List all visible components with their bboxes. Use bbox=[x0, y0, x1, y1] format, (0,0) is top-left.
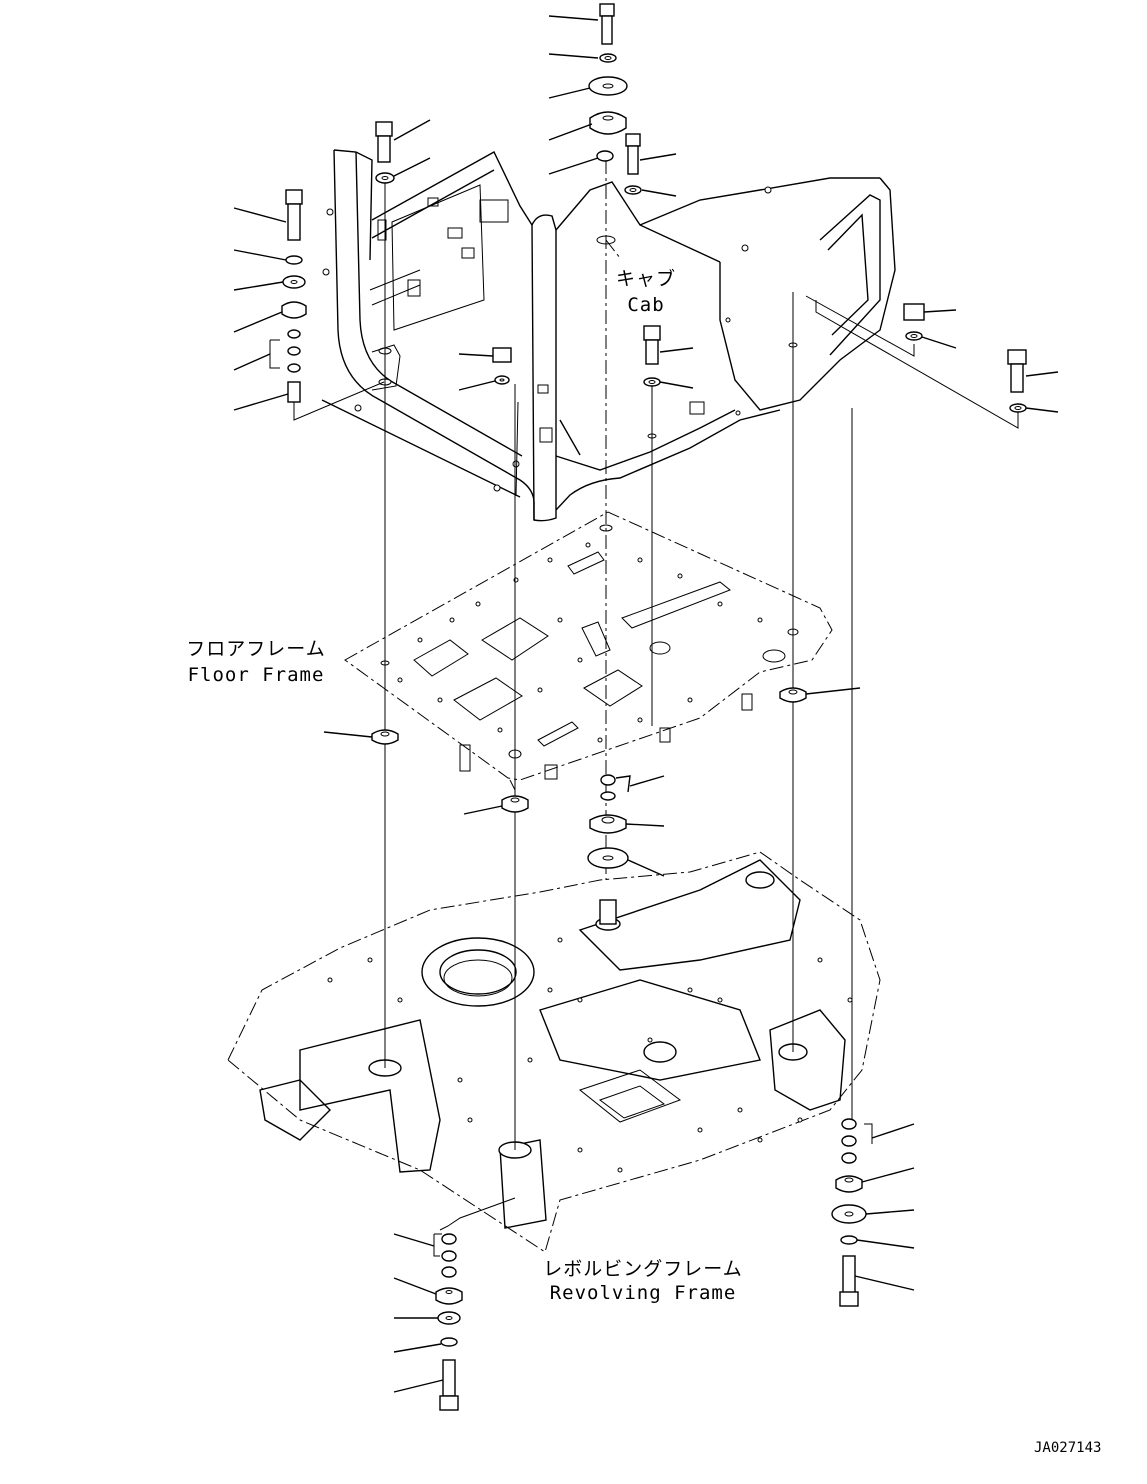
drawing-id: JA027143 bbox=[1034, 1440, 1102, 1456]
revolving-frame-dots bbox=[327, 937, 853, 1173]
floor-frame-label-en: Floor Frame bbox=[187, 664, 325, 686]
cab-label-jp: キャブ bbox=[616, 268, 677, 290]
cab-label-en: Cab bbox=[627, 294, 665, 316]
revolving-frame bbox=[227, 851, 881, 1253]
bolt-head-top-center bbox=[599, 3, 615, 17]
revolving-frame-label-jp: レボルビングフレーム bbox=[543, 1258, 743, 1280]
floor-frame-dots bbox=[397, 542, 763, 743]
floor-frame-label-jp: フロアフレーム bbox=[186, 638, 326, 660]
floor-frame bbox=[344, 511, 833, 791]
leader-lines bbox=[233, 15, 1059, 1393]
revolving-frame-label-en: Revolving Frame bbox=[549, 1282, 737, 1304]
fasteners bbox=[269, 3, 1027, 1411]
cab-frame bbox=[321, 149, 896, 522]
alignment-lines bbox=[293, 160, 1019, 1231]
